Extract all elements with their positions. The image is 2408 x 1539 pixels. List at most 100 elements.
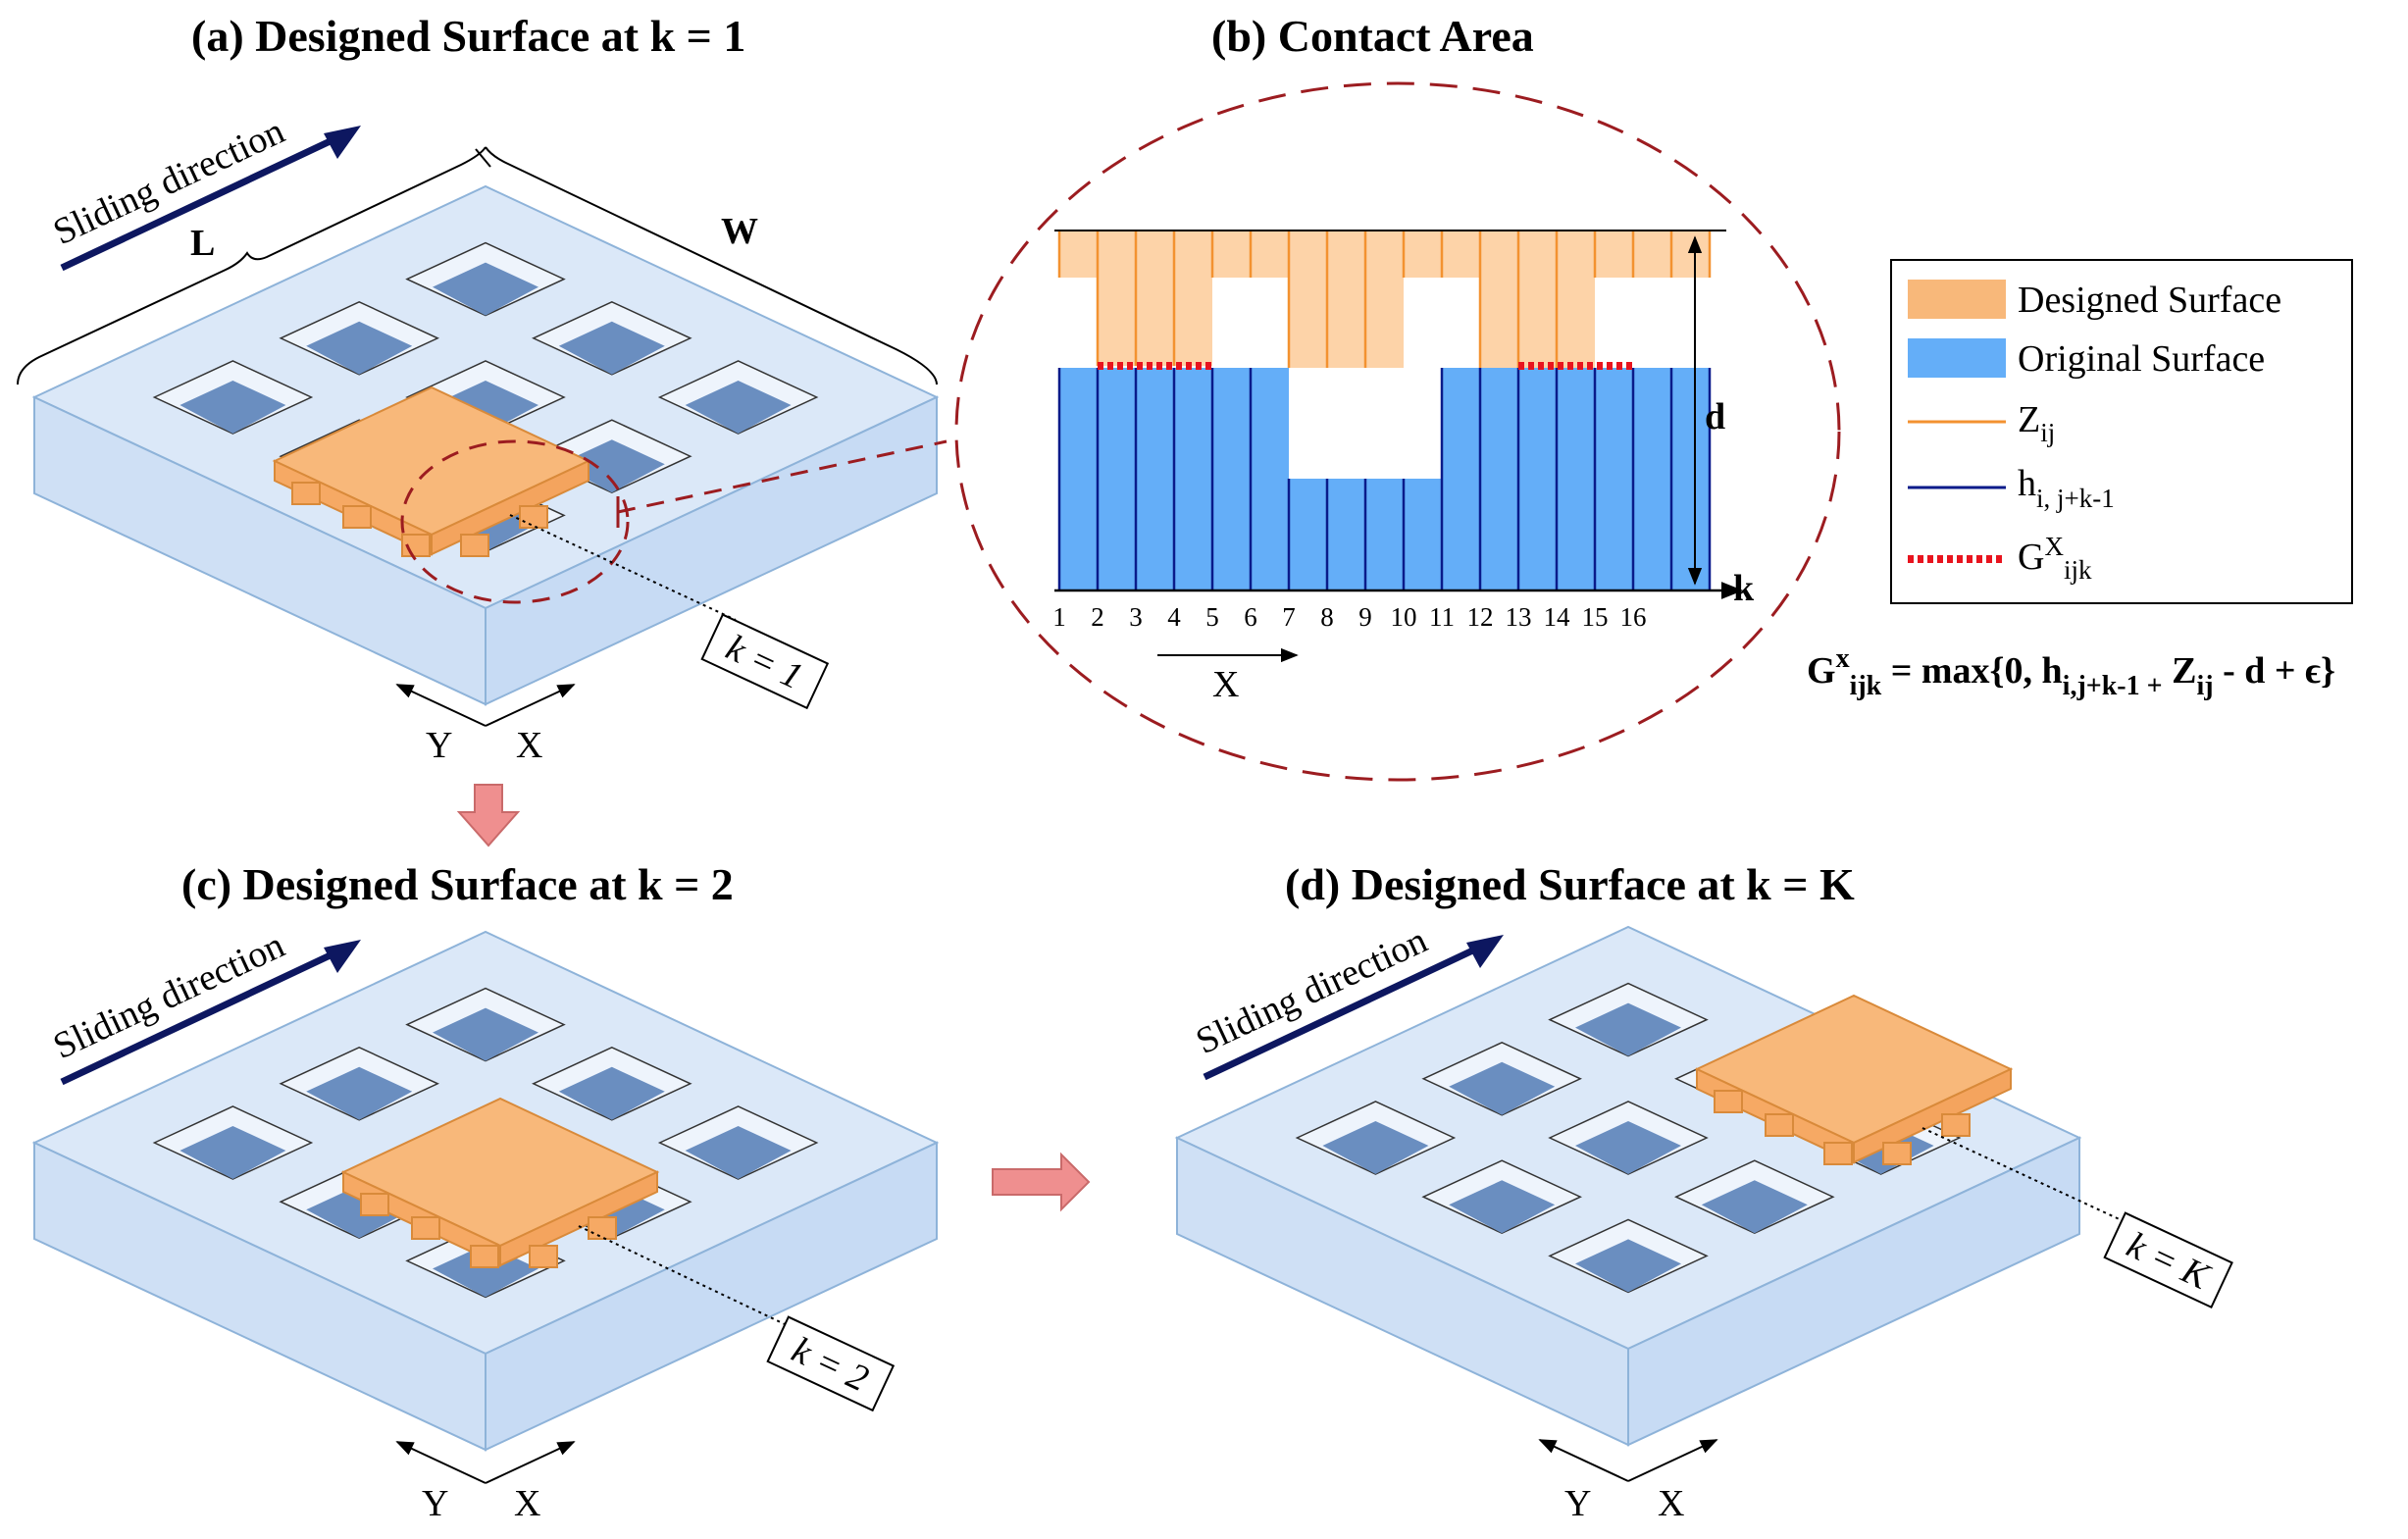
tick-label: 7 [1282,602,1296,632]
legend-h: hi, j+k-1 [2018,463,2115,513]
original-bar [1518,368,1557,590]
tick-label: 13 [1506,602,1532,632]
axes-d: Y X [1538,1439,1718,1524]
braces-a [17,146,938,385]
legend-g: GXijk [2018,532,2092,585]
designed-bar [1442,231,1480,278]
pocket-floor [1575,1239,1681,1293]
panel-a: Sliding direction L W k = 1 Y X [17,111,948,766]
zoom-circle-b [954,81,1841,782]
tick-label: 15 [1582,602,1609,632]
designed-bar [1059,231,1098,278]
original-bar [1059,368,1098,590]
pocket-floor [1322,1121,1429,1174]
axes-c: Y X [395,1441,576,1524]
tick-label: 3 [1129,602,1143,632]
tick-label: 1 [1052,602,1066,632]
pocket-floor [179,381,286,434]
original-bar [1480,368,1518,590]
pocket-floor [1449,1180,1556,1234]
pocket-floor [1701,1180,1808,1234]
designed-bar [1289,231,1327,368]
original-bar [1365,479,1404,590]
legend-designed: Designed Surface [2018,280,2281,321]
label-k: k [1733,568,1755,609]
tick-label: 11 [1429,602,1455,632]
designed-bar [1518,231,1557,368]
pocket-floor [433,1007,538,1061]
panel-d: Sliding direction k = K Y X [1174,920,2233,1524]
contact-formula: Gxijk = max{0, hi,j+k-1 + Zij - d + ϵ} [1807,643,2335,701]
x-direction-label: X [1212,664,1239,705]
pocket-floor [685,1126,792,1179]
d-dimension: d [1685,230,1725,591]
original-bar [1595,368,1633,590]
original-bar [1404,479,1442,590]
tick-label: 14 [1544,602,1571,632]
panel-c: Sliding direction k = 2 Y X [31,925,940,1524]
designed-bar [1633,231,1671,278]
original-bar [1251,368,1289,590]
axis-x-c: X [514,1483,540,1524]
original-bar [1212,368,1251,590]
label-d: d [1705,396,1725,437]
down-arrow [456,784,521,847]
tick-label: 6 [1244,602,1257,632]
k-tag-d: k = K [1921,1127,2233,1308]
axis-y-c: Y [422,1483,448,1524]
pocket-floor [1575,1002,1681,1056]
pocket-floor [558,439,665,493]
tick-label: 5 [1205,602,1219,632]
original-bar [1289,479,1327,590]
designed-block-c [340,1097,660,1268]
label-W: W [721,211,758,252]
sliding-direction-label-a: Sliding direction [47,111,290,254]
tick-label: 12 [1467,602,1494,632]
designed-bar [1212,231,1251,278]
designed-bar [1136,231,1174,366]
original-bar [1098,368,1136,590]
label-L: L [190,223,215,264]
original-bar [1557,368,1595,590]
original-bar [1174,368,1212,590]
designed-bar [1327,231,1365,368]
pocket-floor [685,381,792,434]
axes-a: Y X [395,684,576,766]
original-bar [1327,479,1365,590]
tick-label: 4 [1167,602,1181,632]
pocket-floor [306,1066,413,1120]
designed-bar [1404,231,1442,278]
legend-original: Original Surface [2018,338,2265,380]
original-bar [1442,368,1480,590]
pocket-floor [1575,1121,1681,1174]
original-bar [1136,368,1174,590]
designed-bar [1098,231,1136,366]
right-arrow [992,1152,1091,1212]
panel-b-title: (b) Contact Area [1211,11,1534,61]
tick-label: 2 [1091,602,1104,632]
legend-swatch-original [1908,338,2006,378]
designed-bar [1174,231,1212,366]
designed-bar [1480,231,1518,368]
pocket-floor [1449,1061,1556,1115]
axis-y-d: Y [1564,1483,1591,1524]
pocket-floor [179,1126,286,1179]
pocket-floor [558,321,665,375]
tick-label: 10 [1391,602,1417,632]
designed-block-d [1694,994,2014,1165]
legend: Designed Surface Original Surface Zij hi… [1890,259,2353,604]
original-bar [1633,368,1671,590]
panel-c-title: (c) Designed Surface at k = 2 [181,859,734,909]
tick-label: 8 [1320,602,1334,632]
panel-a-title: (a) Designed Surface at k = 1 [191,11,745,61]
designed-block-a [272,385,591,557]
pocket-floor [558,1066,665,1120]
legend-z: Zij [2018,399,2055,447]
axis-x-d: X [1658,1483,1684,1524]
tick-label: 9 [1358,602,1372,632]
axis-x-a: X [516,725,542,766]
